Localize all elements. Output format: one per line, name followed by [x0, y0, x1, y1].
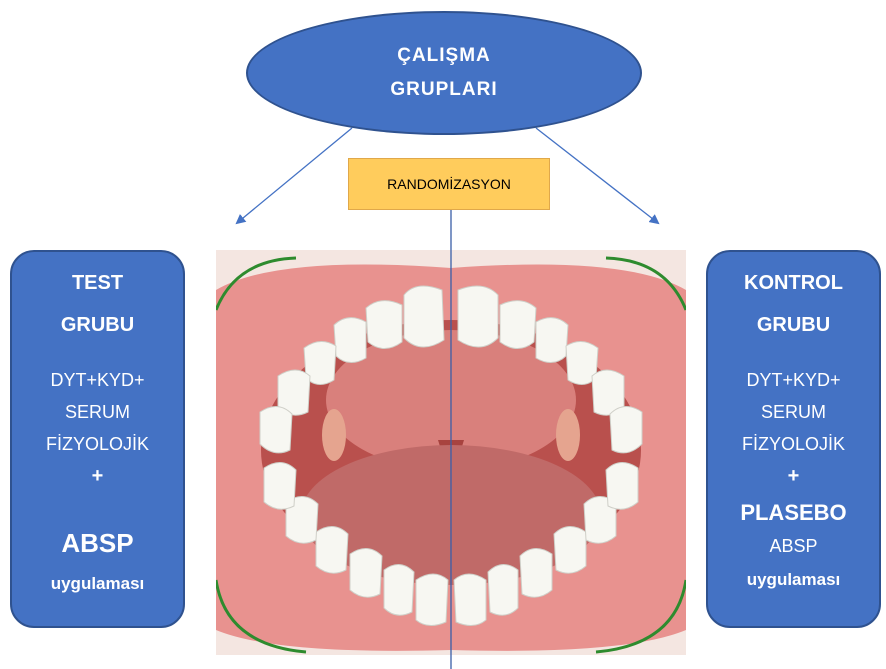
control-group-line4: ABSP: [708, 536, 879, 557]
test-group-title-line2: GRUBU: [12, 314, 183, 337]
control-group-line3: FİZYOLOJİK: [708, 434, 879, 455]
test-group-line3: FİZYOLOJİK: [12, 434, 183, 455]
test-group-suffix: uygulaması: [12, 574, 183, 594]
control-group-plus: +: [708, 465, 879, 488]
control-group-line1: DYT+KYD+: [708, 370, 879, 391]
test-group-title-line1: TEST: [12, 272, 183, 295]
test-group-highlight: ABSP: [12, 528, 183, 559]
control-group-title-line1: KONTROL: [708, 272, 879, 295]
control-group-title-line2: GRUBU: [708, 314, 879, 337]
test-group-line1: DYT+KYD+: [12, 370, 183, 391]
test-group-line2: SERUM: [12, 402, 183, 423]
control-group-suffix: uygulaması: [708, 570, 879, 590]
test-group-plus: +: [12, 465, 183, 488]
control-group-highlight: PLASEBO: [708, 500, 879, 526]
control-group-line2: SERUM: [708, 402, 879, 423]
test-group-box: TEST GRUBU DYT+KYD+ SERUM FİZYOLOJİK + A…: [10, 250, 185, 628]
control-group-box: KONTROL GRUBU DYT+KYD+ SERUM FİZYOLOJİK …: [706, 250, 881, 628]
